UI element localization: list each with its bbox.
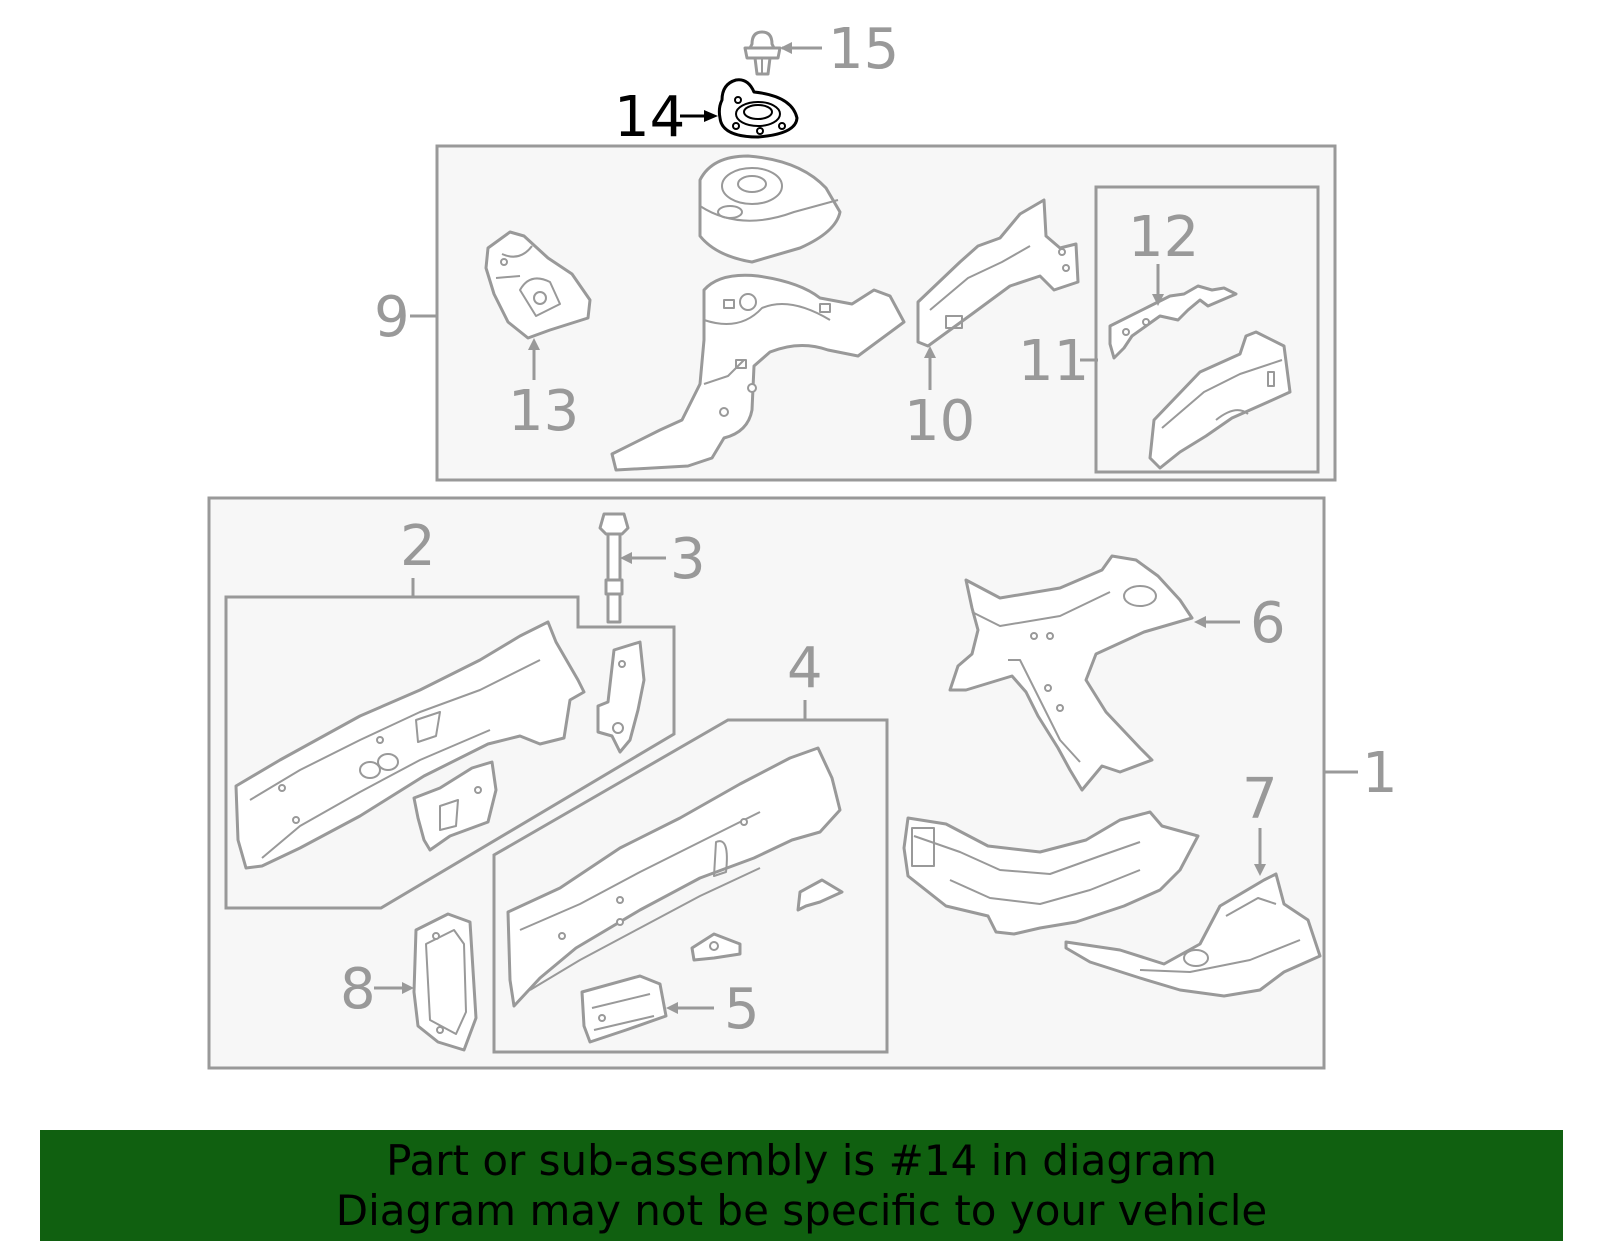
- part-10-reinforcement[interactable]: [916, 198, 1080, 348]
- callout-5: 5: [724, 977, 760, 1042]
- arrowhead-5: [666, 1002, 678, 1014]
- callout-13: 13: [508, 379, 579, 444]
- part-11-rail-extension[interactable]: [1148, 330, 1292, 470]
- callout-6: 6: [1250, 591, 1286, 656]
- callout-2: 2: [400, 514, 436, 579]
- banner-line-2: Diagram may not be specific to your vehi…: [335, 1185, 1268, 1235]
- part-3-bolt[interactable]: [598, 512, 630, 624]
- arrowhead-7: [1254, 864, 1266, 876]
- part-13-bracket[interactable]: [484, 230, 592, 340]
- part-side-member[interactable]: [902, 810, 1200, 936]
- group-box-11: [1094, 185, 1320, 474]
- arrowhead-3: [620, 552, 632, 564]
- part-8-cover-plate[interactable]: [412, 912, 478, 1052]
- callout-4: 4: [787, 636, 823, 701]
- part-7-floor-brace[interactable]: [1064, 872, 1322, 998]
- arrowhead-13: [528, 338, 540, 350]
- part-4-small-bracket-a[interactable]: [796, 878, 844, 912]
- part-4-small-bracket-b[interactable]: [690, 932, 742, 962]
- arrowhead-6: [1194, 616, 1206, 628]
- callout-12: 12: [1128, 205, 1199, 270]
- part-2-bracket-lower[interactable]: [412, 760, 498, 852]
- info-banner: Part or sub-assembly is #14 in diagram D…: [40, 1130, 1563, 1241]
- callout-15: 15: [828, 17, 899, 82]
- group-box-2: [224, 595, 676, 910]
- callout-9: 9: [374, 285, 410, 350]
- callout-10: 10: [904, 389, 975, 454]
- callout-11: 11: [1018, 329, 1089, 394]
- part-strut-tower-cap[interactable]: [698, 154, 842, 264]
- banner-line-1: Part or sub-assembly is #14 in diagram: [386, 1135, 1217, 1185]
- callout-8: 8: [340, 957, 376, 1022]
- part-strut-tower-apron[interactable]: [610, 273, 906, 472]
- part-4-rail-extension[interactable]: [506, 746, 842, 1008]
- group-box-4: [492, 718, 889, 1054]
- callout-1: 1: [1362, 741, 1398, 806]
- arrowhead-8: [402, 982, 414, 994]
- arrowhead-10: [924, 346, 936, 358]
- arrowhead-14: [704, 110, 718, 122]
- part-14-strut-mount-plate[interactable]: [717, 78, 799, 139]
- part-6-suspension-housing[interactable]: [948, 554, 1194, 792]
- part-12-bracket[interactable]: [1108, 284, 1238, 360]
- arrowhead-15: [780, 42, 792, 54]
- callout-14: 14: [614, 85, 685, 150]
- part-2-bracket-upper[interactable]: [596, 640, 646, 754]
- callout-3: 3: [670, 527, 706, 592]
- part-5-bracket[interactable]: [580, 974, 668, 1044]
- part-15-clip[interactable]: [743, 30, 782, 76]
- part-2-front-rail[interactable]: [234, 620, 586, 870]
- arrowhead-12: [1152, 294, 1164, 306]
- callout-7: 7: [1242, 767, 1278, 832]
